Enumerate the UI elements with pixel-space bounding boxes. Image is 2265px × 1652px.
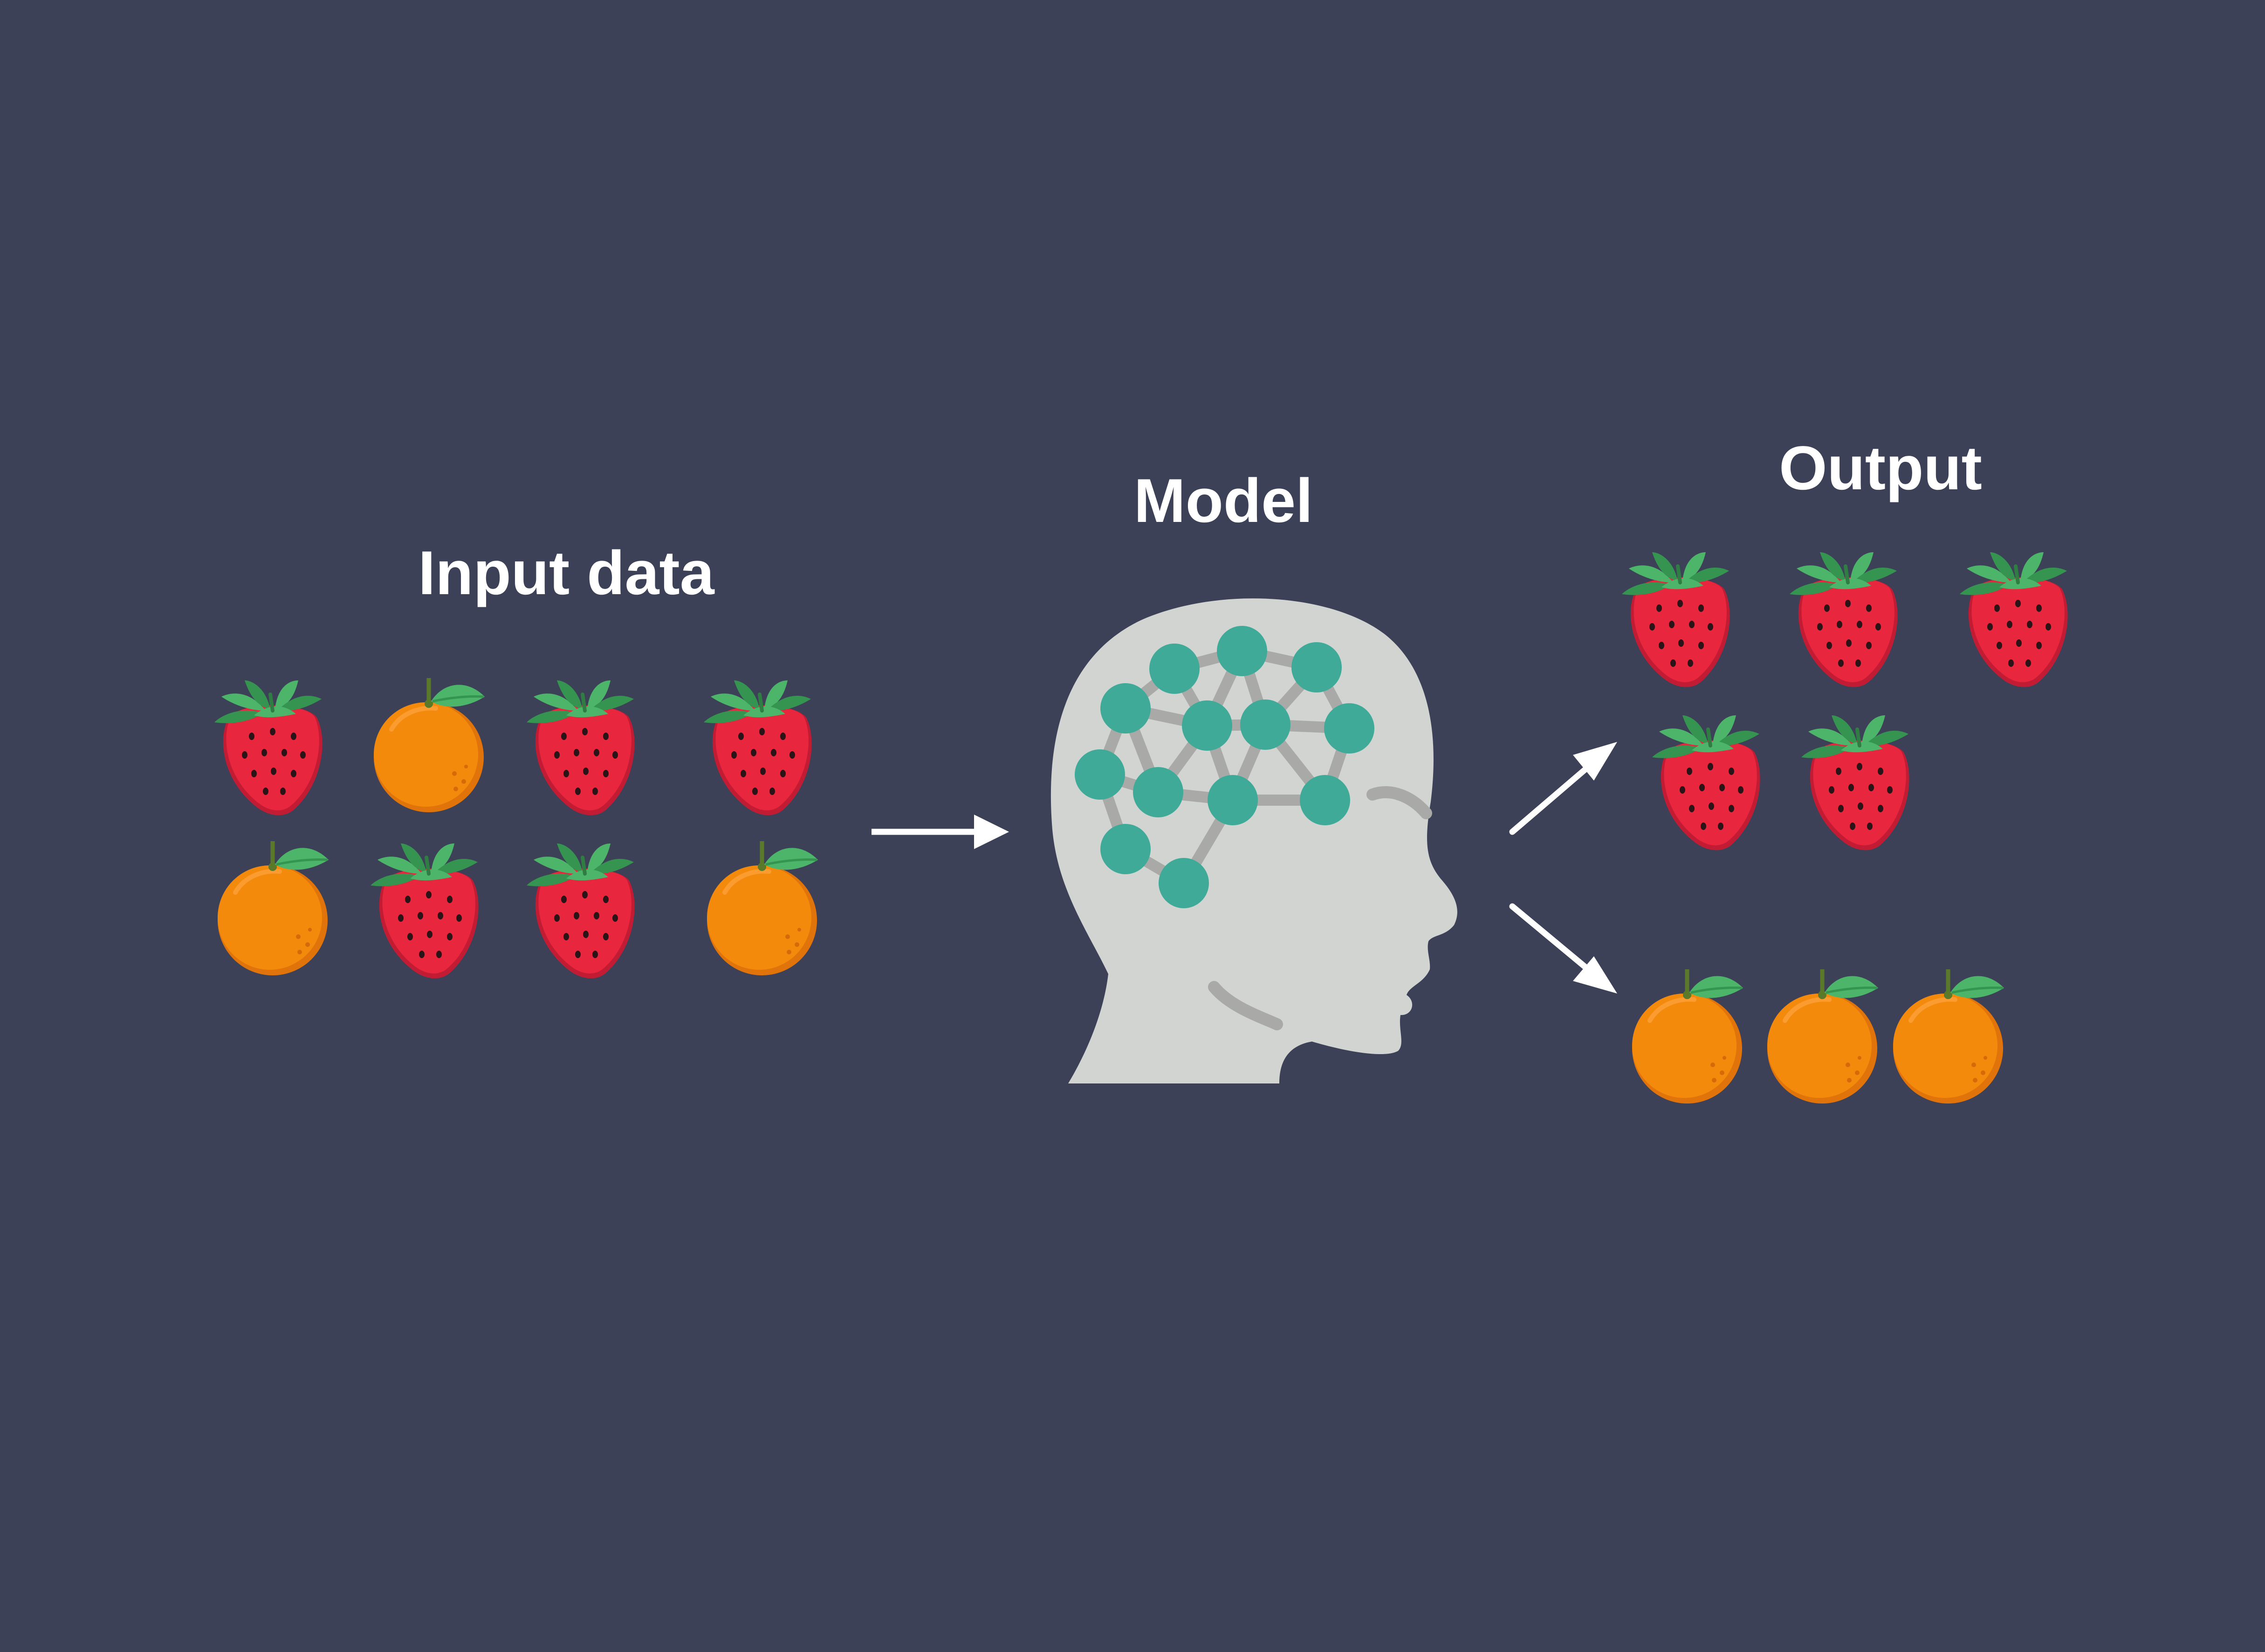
input-fruit-grid <box>214 678 818 978</box>
strawberry-icon <box>371 843 479 978</box>
strawberry-icon <box>214 680 323 815</box>
strawberry-icon <box>1622 552 1730 687</box>
neuron-node <box>1133 767 1183 817</box>
neural-network <box>1075 626 1374 908</box>
strawberry-icon <box>527 680 635 815</box>
neuron-node <box>1291 642 1342 692</box>
output-strawberry-group <box>1622 552 2068 850</box>
orange-icon <box>1767 969 1878 1104</box>
neuron-node <box>1324 703 1374 754</box>
strawberry-icon <box>1790 552 1898 687</box>
orange-icon <box>218 841 329 975</box>
orange-icon <box>1632 969 1743 1104</box>
output-label: Output <box>1779 434 1982 503</box>
orange-icon <box>374 678 485 812</box>
strawberry-icon <box>1960 552 2068 687</box>
output-orange-group <box>1632 969 2004 1104</box>
neuron-node <box>1300 775 1350 825</box>
neuron-node <box>1075 749 1125 800</box>
strawberry-icon <box>704 680 812 815</box>
arrow-up-right-icon <box>1509 742 1617 835</box>
neuron-node <box>1217 626 1267 676</box>
neuron-node <box>1100 683 1151 733</box>
neuron-node <box>1182 700 1232 751</box>
input-data-label: Input data <box>418 539 714 608</box>
strawberry-icon <box>527 843 635 978</box>
neuron-node <box>1100 824 1151 874</box>
model-label: Model <box>1134 466 1313 535</box>
neuron-node <box>1208 775 1258 825</box>
strawberry-icon <box>1801 715 1909 850</box>
head-neural-network-icon <box>1050 598 1457 1083</box>
strawberry-icon <box>1652 715 1760 850</box>
neuron-node <box>1159 858 1209 908</box>
arrow-right-icon <box>872 815 1009 849</box>
arrow-down-right-icon <box>1509 903 1617 994</box>
neuron-node <box>1149 644 1200 694</box>
orange-icon <box>1893 969 2004 1104</box>
neuron-node <box>1240 699 1290 750</box>
orange-icon <box>707 841 818 975</box>
